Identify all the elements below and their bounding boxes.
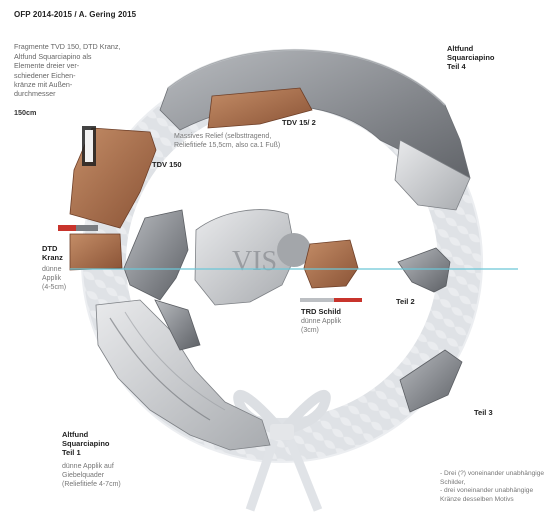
- fragment-center-left: [124, 210, 188, 300]
- label-teil3: Teil 3: [474, 408, 493, 417]
- desc-trd-schild: dünne Applik (3cm): [301, 317, 341, 335]
- desc-altfund-teil1: dünne Applik auf Giebelquader (Reliefiti…: [62, 462, 121, 489]
- label-altfund-teil4: Altfund Squarciapino Teil 4: [447, 44, 495, 72]
- scale-bar-trd: [300, 298, 334, 302]
- label-tdv150: TDV 150: [152, 160, 182, 169]
- fragment-teil2: [398, 248, 450, 292]
- label-tdv15-2: TDV 15/ 2: [282, 118, 316, 127]
- label-altfund-teil1: Altfund Squarciapino Teil 1: [62, 430, 110, 458]
- desc-tdv15-2: Massives Relief (selbsttragend, Reliefit…: [174, 132, 324, 150]
- inscription-glyph: VIS: [232, 246, 277, 277]
- notes: - Drei (?) voneinander unabhängige Schil…: [440, 470, 560, 504]
- label-teil2: Teil 2: [396, 297, 415, 306]
- fragment-dtd-kranz: [70, 234, 122, 270]
- desc-dtd-kranz: dünne Applik (4-5cm): [42, 265, 66, 292]
- label-trd-schild: TRD Schild: [301, 307, 341, 316]
- fragment-trd-schild: [304, 240, 358, 288]
- label-dtd-kranz: DTD Kranz: [42, 244, 63, 262]
- scale-bar-dtd: [58, 225, 76, 231]
